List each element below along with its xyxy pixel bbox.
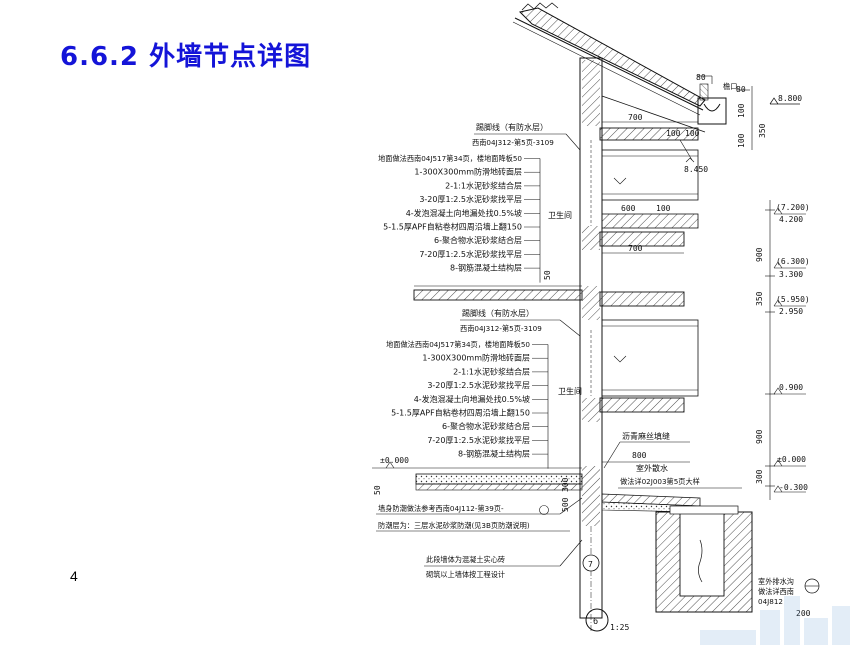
drainage-ditch: 室外排水沟 做法详西南 04J812 200 bbox=[655, 505, 820, 618]
upper-layer-5: 5-1.5厚APF自粘卷材四周沿墙上翻150 bbox=[383, 222, 522, 232]
elevation-4200: 4.200 bbox=[779, 215, 803, 224]
upper-layer-2: 2-1:1水泥砂浆结合层 bbox=[445, 180, 522, 190]
lower-room-label: 卫生间 bbox=[558, 386, 582, 396]
lower-layer-7: 7-20厚1:2.5水泥砂浆找平层 bbox=[427, 435, 530, 445]
upper-layer-0: 地面做法西南04J517第34页，楼地面降板50 bbox=[378, 154, 522, 163]
elevation-0000-right: ±0.000 bbox=[777, 455, 806, 464]
elevation-8450: 8.450 bbox=[684, 165, 708, 174]
apron-line2: 做法详02J003第5页大样 bbox=[620, 477, 700, 486]
lower-layer-3: 3-20厚1:2.5水泥砂浆找平层 bbox=[427, 380, 530, 390]
dim-100-upper: 100 bbox=[656, 204, 671, 213]
apron-and-joint: 沥青麻丝填缝 800 室外散水 做法详02J003第5页大样 bbox=[601, 431, 742, 513]
upper-window: 600 100 bbox=[601, 149, 699, 229]
drain-line1: 室外排水沟 bbox=[758, 577, 794, 586]
upper-skirting-line1: 踢脚线（有防水层） bbox=[476, 122, 548, 132]
axis-7: 7 bbox=[588, 560, 593, 569]
detail-number: 6 bbox=[593, 617, 598, 627]
eaves-gutter: 80 80 檐口 100 350 100 8.800 bbox=[696, 73, 802, 150]
lower-layer-2: 2-1:1水泥砂浆结合层 bbox=[453, 366, 530, 376]
slide-title: 6.6.2 外墙节点详图 bbox=[60, 42, 312, 72]
lower-layer-8: 8-钢筋混凝土结构层 bbox=[458, 449, 530, 459]
elevation-6300: (6.300) bbox=[776, 257, 810, 266]
dim-300-right: 300 bbox=[755, 469, 764, 484]
eaves-dim-350: 350 bbox=[758, 123, 767, 138]
dim-500-ground: 500 bbox=[561, 497, 570, 512]
dim-700-upper: 700 bbox=[628, 244, 643, 253]
lower-layer-6: 6-聚合物水泥砂浆结合层 bbox=[442, 421, 530, 431]
dim-50-upper: 50 bbox=[543, 270, 552, 280]
eaves-label: 檐口 bbox=[723, 82, 737, 91]
eaves-dim-100: 100 bbox=[737, 103, 746, 118]
detail-scale: 1:25 bbox=[610, 623, 629, 632]
upper-skirting-note: 踢脚线（有防水层） 西南04J312-第5页-3109 bbox=[472, 122, 581, 151]
upper-floor-layers: 地面做法西南04J517第34页，楼地面降板50 1-300X300mm防滑地砖面… bbox=[378, 154, 541, 283]
upper-layer-7: 7-20厚1:2.5水泥砂浆找平层 bbox=[419, 249, 522, 259]
masonry-line2: 砌筑以上墙体按工程设计 bbox=[426, 570, 505, 579]
dim-350-upper: 350 bbox=[755, 291, 764, 306]
lower-window bbox=[599, 319, 699, 413]
upper-skirting-line2: 西南04J312-第5页-3109 bbox=[472, 138, 554, 147]
elevation-0900: 0.900 bbox=[779, 383, 803, 392]
upper-layer-3: 3-20厚1:2.5水泥砂浆找平层 bbox=[419, 194, 522, 204]
background-skyline bbox=[700, 596, 850, 645]
lower-layer-5: 5-1.5厚APF自粘卷材四周沿墙上翻150 bbox=[391, 408, 530, 418]
upper-slab: 700 bbox=[413, 231, 685, 307]
dim-200: 200 bbox=[796, 609, 811, 618]
lower-skirting-line2: 西南04J312-第5页-3109 bbox=[460, 324, 542, 333]
upper-layer-6: 6-聚合物水泥砂浆结合层 bbox=[434, 235, 522, 245]
lower-layer-1: 1-300X300mm防滑地砖面层 bbox=[422, 353, 530, 363]
lower-layer-4: 4-发泡混凝土向地漏处找0.5%坡 bbox=[414, 394, 530, 404]
elevation-3300: 3.300 bbox=[779, 270, 803, 279]
joint-label: 沥青麻丝填缝 bbox=[622, 431, 670, 441]
elevation-0000-left: ±0.000 bbox=[380, 456, 409, 465]
drain-line2: 做法详西南 bbox=[758, 587, 794, 596]
dim-900-upper: 900 bbox=[755, 247, 764, 262]
elevation-2950: 2.950 bbox=[779, 307, 803, 316]
lower-floor-layers: 地面做法西南04J517第34页，楼地面降板50 1-300X300mm防滑地砖面… bbox=[386, 340, 549, 469]
dim-800: 800 bbox=[632, 451, 647, 460]
eaves-dim-100-bottom: 100 bbox=[737, 133, 746, 148]
lower-layer-0: 地面做法西南04J517第34页，楼地面降板50 bbox=[386, 340, 530, 349]
eaves-dim-80-top: 80 bbox=[696, 73, 706, 82]
dim-300-ground: 300 bbox=[561, 477, 570, 492]
eaves-dim-80-side: 80 bbox=[736, 85, 746, 94]
detail-callout: 6 1:25 bbox=[585, 608, 629, 632]
dim-900-lower: 900 bbox=[755, 429, 764, 444]
dim-700-eaves: 700 bbox=[628, 113, 643, 122]
exterior-wall bbox=[579, 57, 603, 632]
page-number: 4 bbox=[70, 568, 78, 584]
elevation-5950: (5.950) bbox=[776, 295, 810, 304]
dim-100-eaves-b: 100 bbox=[685, 129, 700, 138]
elevation-neg0300: -0.300 bbox=[779, 483, 808, 492]
ground-floor: ±0.000 50 300 500 bbox=[372, 456, 583, 512]
damp-proof-note: 防潮层为：三层水泥砂浆防潮(见3B页防潮说明) bbox=[378, 521, 530, 530]
dim-50-ground: 50 bbox=[373, 485, 382, 495]
wall-base-note: 墙身防潮做法参考西南04J112-第39页- bbox=[378, 504, 504, 513]
lower-skirting-line1: 踢脚线（有防水层） bbox=[462, 308, 534, 318]
roof-section bbox=[512, 2, 706, 133]
masonry-line1: 此段墙体为混凝土实心砖 bbox=[426, 555, 505, 564]
elevation-8800: 8.800 bbox=[778, 94, 802, 103]
elevation-column: (7.200) 4.200 (6.300) 3.300 (5.950) 2.95… bbox=[755, 200, 810, 500]
upper-layer-1: 1-300X300mm防滑地砖面层 bbox=[414, 167, 522, 177]
upper-layer-8: 8-钢筋混凝土结构层 bbox=[450, 263, 522, 273]
drain-line3: 04J812 bbox=[758, 597, 783, 606]
dim-600: 600 bbox=[621, 204, 636, 213]
foundation-notes: 墙身防潮做法参考西南04J112-第39页- 防潮层为：三层水泥砂浆防潮(见3B… bbox=[376, 497, 600, 579]
elevation-7200: (7.200) bbox=[776, 203, 810, 212]
apron-line1: 室外散水 bbox=[636, 463, 668, 473]
upper-room-label: 卫生间 bbox=[548, 210, 572, 220]
eaves-slab: 700 100 100 8.450 bbox=[599, 113, 708, 174]
upper-layer-4: 4-发泡混凝土向地漏处找0.5%坡 bbox=[406, 208, 522, 218]
dim-100-eaves-a: 100 bbox=[666, 129, 681, 138]
lower-skirting-note: 踢脚线（有防水层） 西南04J312-第5页-3109 bbox=[460, 308, 581, 337]
